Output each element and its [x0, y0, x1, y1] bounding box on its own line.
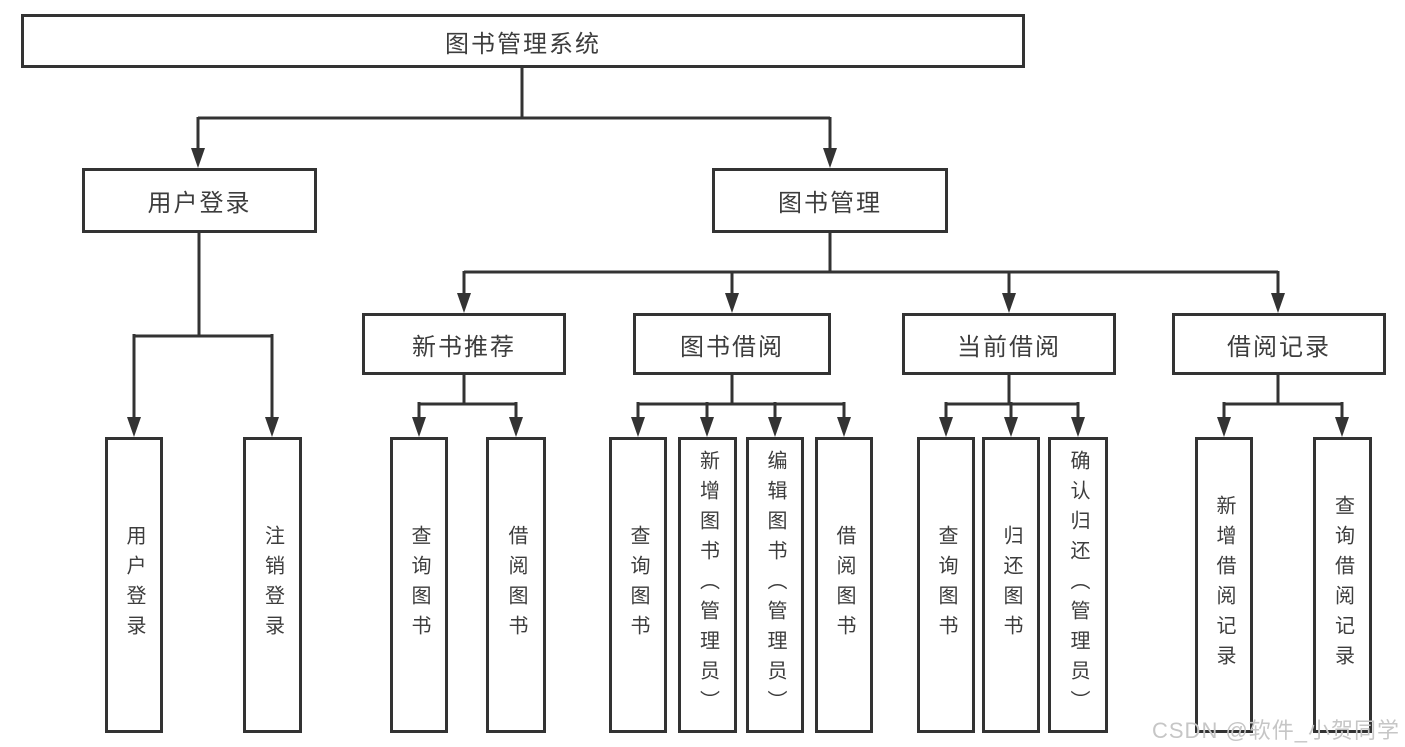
leaf-query-book-3-label: 查询图书: [935, 525, 957, 645]
leaf-borrow-book-1: 借阅图书: [486, 437, 546, 733]
leaf-edit-book-admin-label: 编辑图书（管理员）: [764, 450, 786, 720]
node-borrow-records: 借阅记录: [1172, 313, 1386, 375]
leaf-query-book-3: 查询图书: [917, 437, 975, 733]
leaf-return-book-label: 归还图书: [1000, 525, 1022, 645]
arrowheads: [127, 148, 1349, 437]
node-root-label: 图书管理系统: [445, 30, 601, 58]
leaf-edit-book-admin: 编辑图书（管理员）: [746, 437, 804, 733]
leaf-borrow-book-2: 借阅图书: [815, 437, 873, 733]
leaf-return-book: 归还图书: [982, 437, 1040, 733]
watermark: CSDN @软件_小贺同学: [1152, 718, 1401, 743]
leaf-confirm-return-admin: 确认归还（管理员）: [1048, 437, 1108, 733]
node-user-login-label: 用户登录: [147, 190, 252, 217]
node-new-book-recommend-label: 新书推荐: [412, 333, 516, 361]
node-book-management: 图书管理: [712, 168, 948, 233]
leaf-logout-label: 注销登录: [261, 525, 284, 645]
node-book-management-label: 图书管理: [778, 190, 882, 217]
leaf-query-book-2-label: 查询图书: [627, 525, 649, 645]
leaf-query-book-1: 查询图书: [390, 437, 448, 733]
leaf-add-book-admin-label: 新增图书（管理员）: [696, 450, 719, 720]
node-root: 图书管理系统: [21, 14, 1025, 68]
node-user-login: 用户登录: [82, 168, 317, 233]
leaf-add-borrow-record-label: 新增借阅记录: [1213, 495, 1235, 675]
leaf-add-book-admin: 新增图书（管理员）: [678, 437, 737, 733]
leaf-query-borrow-record: 查询借阅记录: [1313, 437, 1372, 733]
leaf-query-book-1-label: 查询图书: [408, 525, 430, 645]
leaf-user-login: 用户登录: [105, 437, 163, 733]
leaf-borrow-book-2-label: 借阅图书: [833, 525, 855, 645]
node-new-book-recommend: 新书推荐: [362, 313, 566, 375]
node-borrow-records-label: 借阅记录: [1227, 333, 1331, 361]
leaf-user-login-label: 用户登录: [123, 525, 145, 645]
leaf-query-borrow-record-label: 查询借阅记录: [1331, 495, 1354, 675]
node-book-borrow-label: 图书借阅: [680, 333, 784, 361]
leaf-confirm-return-admin-label: 确认归还（管理员）: [1067, 450, 1089, 720]
node-current-borrow-label: 当前借阅: [957, 333, 1061, 361]
leaf-logout: 注销登录: [243, 437, 302, 733]
leaf-borrow-book-1-label: 借阅图书: [505, 525, 527, 645]
node-current-borrow: 当前借阅: [902, 313, 1116, 375]
leaf-query-book-2: 查询图书: [609, 437, 667, 733]
node-book-borrow: 图书借阅: [633, 313, 831, 375]
leaf-add-borrow-record: 新增借阅记录: [1195, 437, 1253, 733]
connector-shafts: [132, 68, 1344, 422]
